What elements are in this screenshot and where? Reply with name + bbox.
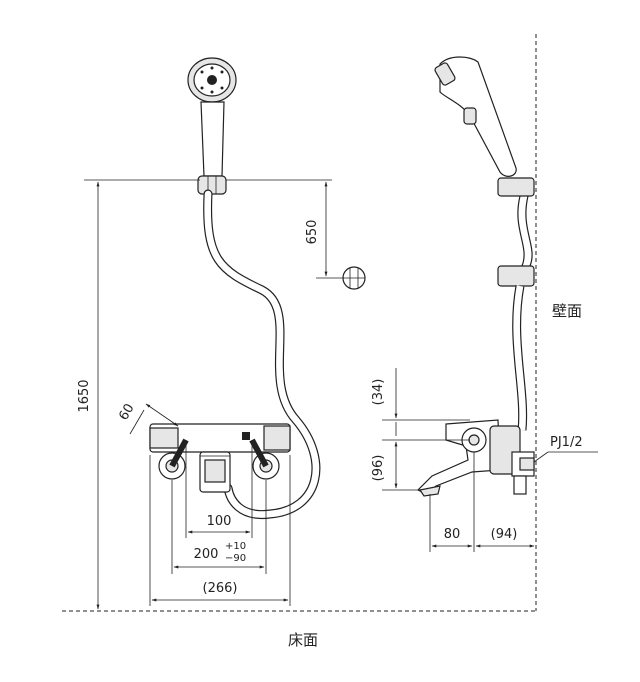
dim-label-body-height: (96)	[371, 455, 386, 482]
dim-label-inner-pitch: 100	[207, 514, 232, 529]
dim-angle	[129, 403, 179, 435]
dim-label-pitch-tol-minus: −90	[225, 553, 246, 564]
dim-pitch-main	[171, 480, 267, 574]
eccentric-leg-right	[249, 438, 280, 480]
dim-label-overall-width: (266)	[203, 581, 238, 596]
dim-hook-drop	[226, 179, 344, 279]
floor-label: 床面	[288, 631, 318, 649]
dim-label-spout-offset: (34)	[371, 379, 386, 406]
slide-bar-side	[497, 177, 535, 287]
eccentric-leg-left	[158, 438, 189, 480]
dim-overall-width	[149, 455, 291, 606]
dim-total-height	[84, 179, 200, 610]
dim-label-hook-drop: 650	[305, 220, 320, 245]
dim-label-spout-reach: 80	[444, 527, 461, 542]
shower-head-front	[187, 57, 237, 177]
thread-callout	[533, 451, 598, 463]
faucet-body-side	[416, 419, 535, 497]
dim-spout-offset	[382, 368, 470, 421]
dim-label-pitch-main: 200	[194, 547, 219, 562]
dim-body-height	[382, 422, 470, 491]
hook-detail	[342, 266, 366, 290]
wall-label: 壁面	[552, 302, 582, 320]
thread-label: PJ1/2	[550, 435, 583, 450]
shower-hook-front	[197, 175, 227, 195]
dim-spout-reach	[429, 452, 475, 552]
dim-label-pitch-tol-plus: +10	[225, 541, 246, 552]
shower-head-side	[434, 56, 517, 177]
dim-inner-pitch	[185, 440, 253, 538]
dim-label-angle: 60	[116, 401, 137, 423]
dim-label-total-height: 1650	[77, 379, 92, 412]
dim-label-wall-depth: (94)	[491, 527, 518, 542]
